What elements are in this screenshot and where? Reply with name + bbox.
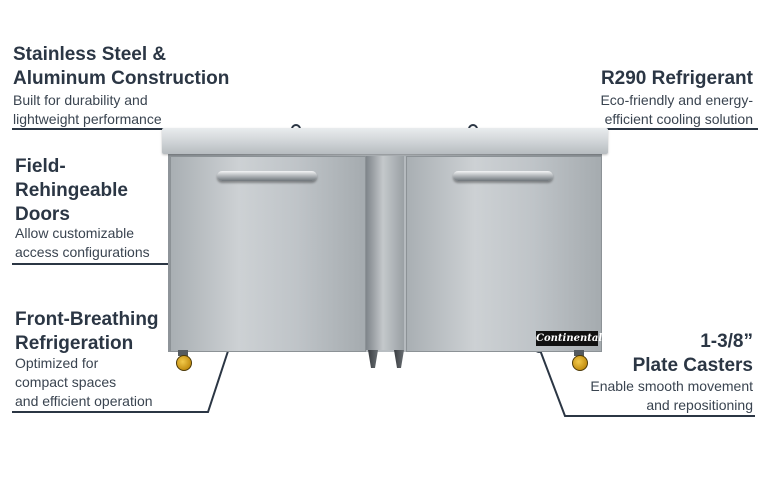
- left-door-handle: [217, 171, 317, 181]
- stainless-description: Built for durability and lightweight per…: [13, 92, 162, 127]
- left-caster: [174, 350, 192, 371]
- undercounter-refrigerator: Continental: [162, 128, 608, 373]
- refrigerant-heading: R290 Refrigerant: [600, 68, 753, 89]
- front-breathing-heading: Front-Breathing Refrigeration: [15, 309, 159, 354]
- casters-heading: 1-3/8” Plate Casters: [632, 331, 753, 376]
- casters-description: Enable smooth movement and repositioning: [590, 378, 753, 413]
- doors-description: Allow customizable access configurations: [15, 225, 150, 260]
- brand-logo: Continental: [536, 331, 603, 346]
- right-door-handle: [453, 171, 553, 181]
- refrigerant-description: Eco-friendly and energy- efficient cooli…: [600, 92, 753, 127]
- center-leg-left: [368, 350, 378, 368]
- doors-heading: Field- Rehingeable Doors: [15, 156, 128, 225]
- line-casters: [539, 349, 755, 417]
- center-leg-right: [394, 350, 404, 368]
- stainless-top: [162, 128, 608, 154]
- left-door: [170, 156, 366, 352]
- stainless-heading: Stainless Steel & Aluminum Construction: [13, 44, 230, 89]
- right-door: [406, 156, 602, 352]
- line-front-breathing: [12, 344, 231, 413]
- front-breathing-description: Optimized for compact spaces and efficie…: [15, 355, 153, 409]
- center-mullion: [366, 156, 404, 350]
- right-caster: [570, 350, 588, 371]
